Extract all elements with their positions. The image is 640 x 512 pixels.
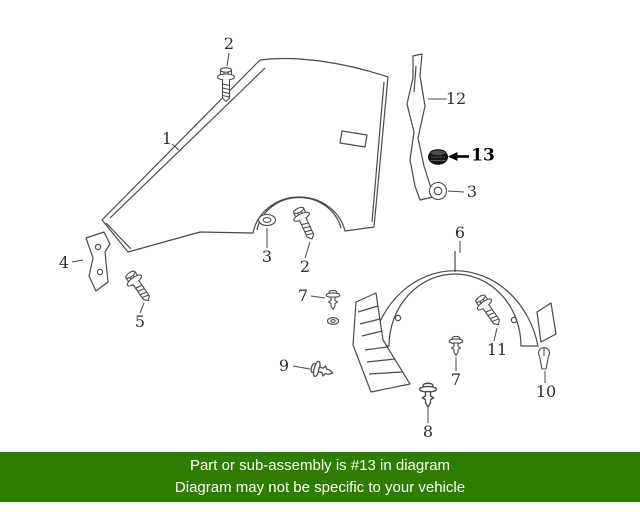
- part-7-clip-left: [325, 289, 341, 325]
- part-callout-5: 5: [134, 312, 146, 331]
- part-12-bracket: [406, 53, 434, 201]
- part-8-clip: [418, 382, 438, 408]
- part-callout-11: 11: [486, 340, 508, 359]
- part-3-grommet: [428, 181, 448, 201]
- part-7-clip-right: [448, 335, 464, 357]
- banner-line-1: Part or sub-assembly is #13 in diagram: [189, 457, 451, 474]
- highlight-banner: Part or sub-assembly is #13 in diagram D…: [0, 452, 640, 502]
- part-callout-12: 12: [445, 89, 467, 108]
- part-10-screw-grommet: [537, 346, 551, 370]
- highlight-arrow-13-icon: [448, 152, 469, 161]
- part-callout-10: 10: [535, 382, 557, 401]
- part-callout-7: 7: [450, 370, 462, 389]
- part-callout-2: 2: [223, 34, 235, 53]
- part-callout-3: 3: [261, 247, 273, 266]
- part-11-bolt: [471, 291, 506, 330]
- part-5-bolt: [121, 267, 156, 306]
- part-6-fender-liner: [352, 251, 557, 393]
- part-3-washer: [257, 213, 277, 227]
- part-callout-4: 4: [58, 253, 70, 272]
- part-2-bolt-mid: [289, 204, 321, 244]
- part-callout-3: 3: [466, 182, 478, 201]
- part-4-bracket: [85, 231, 111, 292]
- part-9-rivet: [308, 359, 336, 382]
- part-1-fender: [101, 57, 389, 253]
- part-callout-13: 13: [471, 145, 495, 166]
- banner-line-2: Diagram may not be specific to your vehi…: [174, 479, 466, 496]
- leader-lines: [71, 52, 546, 423]
- part-callout-2: 2: [299, 257, 311, 276]
- parts-diagram-art: [71, 52, 557, 423]
- part-callout-1: 1: [161, 129, 173, 148]
- part-callout-7: 7: [297, 286, 309, 305]
- part-callout-6: 6: [454, 223, 466, 242]
- part-callout-8: 8: [422, 422, 434, 441]
- part-13-fastener-highlighted: [428, 149, 448, 165]
- part-callout-9: 9: [278, 356, 290, 375]
